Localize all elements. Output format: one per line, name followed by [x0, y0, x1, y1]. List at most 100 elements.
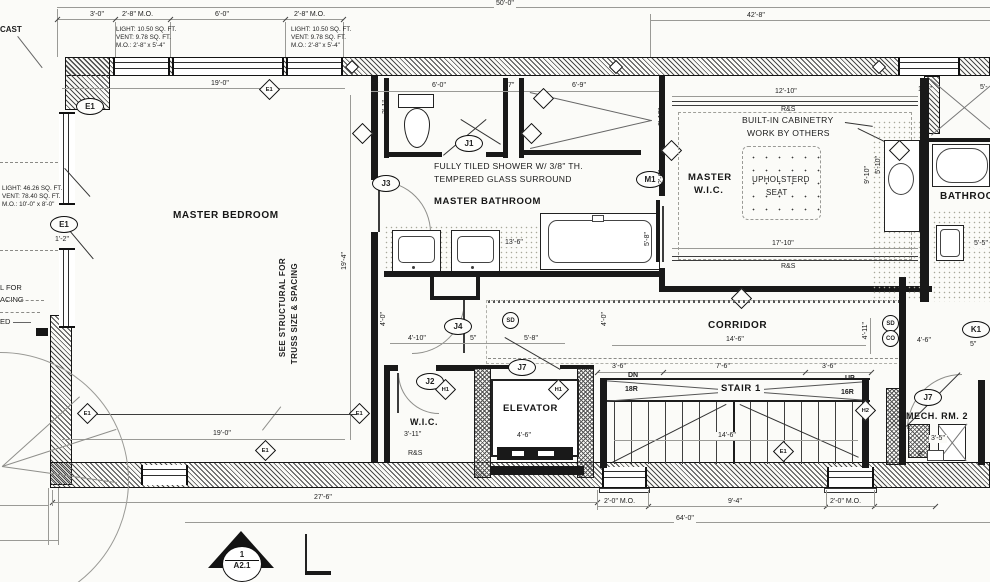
dim-line-50	[57, 7, 990, 8]
elevator-pit-wall	[490, 466, 584, 475]
ext-line	[597, 490, 598, 510]
tick	[932, 503, 939, 510]
mech-west-wall	[899, 380, 906, 465]
ext-line	[826, 490, 827, 508]
dim-line-mo	[597, 506, 935, 507]
margin-line	[0, 540, 58, 541]
mech-small-box	[927, 450, 944, 461]
window-callout-b-mo: M.O.: 2'-8" x 5'-4"	[291, 42, 340, 49]
dim-overall-27-6: 27'-6"	[312, 494, 334, 502]
window-west-upper	[59, 112, 75, 205]
window-callout-c-mo: M.O.: 10'-0" x 8'-0"	[2, 201, 55, 208]
dim-bath-4-0: 4'-0"	[380, 312, 387, 326]
ext-line	[285, 22, 286, 58]
keynote-j1-bubble: J1	[455, 135, 483, 152]
co-detector-symbol: CO	[882, 330, 899, 347]
dim-bath-13-6: 13'-6"	[505, 239, 523, 247]
vanity-sink-2-bowl	[457, 236, 494, 263]
dim-line-bed-vert	[350, 95, 351, 440]
machinery-slot	[512, 451, 524, 456]
dim-rbath-9-10: 9'-10"	[864, 166, 871, 184]
keynote-j3-label: J3	[381, 179, 391, 188]
bathroom-west-wall	[920, 78, 929, 302]
wall-tag-diamond	[351, 122, 374, 145]
h2-label: H2	[861, 407, 870, 414]
dim-line-stair-14-6	[614, 440, 858, 441]
ext-line	[115, 22, 116, 58]
toilet-room-wall-right	[503, 78, 508, 158]
dim-wic-3-10: 3'-10"	[658, 108, 665, 126]
stair-rail-top	[600, 378, 870, 380]
dim-overall-42-8: 42'-8"	[745, 12, 767, 20]
keynote-j4-bubble: J4	[444, 318, 472, 335]
window-callout-a-mo: M.O.: 2'-8" x 5'-4"	[116, 42, 165, 49]
toilet-room-wall-bottom-a	[384, 152, 442, 157]
window-2-0-mo-a	[602, 467, 647, 487]
ext-line	[57, 9, 58, 57]
scale-mark-horizontal	[305, 571, 331, 575]
scale-mark-vertical	[305, 534, 307, 574]
room-label-master-wic-2: W.I.C.	[694, 185, 724, 196]
niche-wall	[476, 271, 480, 300]
keynote-e1-label: E1	[85, 102, 95, 111]
corridor-edge-zigzag	[488, 300, 900, 303]
corridor-dashed-line	[488, 358, 898, 359]
elevator-shaft-wall-left	[474, 366, 491, 478]
wall-tag-label: E1	[265, 86, 274, 93]
wall-tag-label: E1	[355, 410, 364, 417]
note-cabinetry-1: BUILT-IN CABINETRY	[742, 115, 834, 125]
dim-top-2-8-mo-a: 2'-8" M.O.	[122, 11, 154, 18]
note-cabinetry-2: WORK BY OTHERS	[747, 128, 830, 138]
dim-stair-7-6: 7'-6"	[716, 363, 730, 371]
dim-line-bath-cluster	[390, 343, 565, 344]
toilet-tank	[398, 94, 434, 108]
wall-tag-label: E1	[779, 448, 788, 455]
adjacent-stair-arc	[0, 352, 129, 582]
margin-line	[58, 488, 59, 545]
note-shower-1: FULLY TILED SHOWER W/ 3/8" TH.	[434, 161, 583, 171]
note-truss-2: TRUSS SIZE & SPACING	[290, 263, 299, 365]
partition-bed-east-lower	[371, 232, 378, 462]
margin-dashed-line	[0, 162, 58, 163]
stair-up-risers: 16R	[841, 389, 854, 396]
dim-bath-4-10: 4'-10"	[408, 335, 426, 343]
corridor-dashed-outline	[486, 300, 902, 364]
dim-top-2-8-mo-b: 2'-8" M.O.	[294, 11, 326, 18]
dim-cor-14-6: 14'-6"	[726, 336, 744, 344]
shelf-line	[672, 260, 918, 261]
room-label-corridor: CORRIDOR	[708, 320, 768, 331]
window-callout-c-vent: VENT: 78.40 SQ. FT.	[2, 193, 61, 200]
dim-wc-7-a: 7"	[372, 82, 379, 89]
dim-line-cor-vert	[870, 318, 871, 354]
ext-line	[874, 490, 875, 508]
dim-shower-6-9: 6'-9"	[572, 82, 586, 89]
detail-marker-circle: 1 A2.1	[222, 546, 262, 582]
stair-dn-risers: 18R	[625, 386, 638, 393]
window-2-8-mo-a	[113, 58, 170, 75]
note-seat-2: SEAT	[766, 188, 788, 197]
ext-line	[650, 14, 651, 58]
partition-bed-east-upper	[371, 76, 378, 180]
keynote-j7-bubble: J7	[914, 389, 942, 406]
tub-faucet	[592, 215, 604, 222]
dim-cor-4-0: 4'-0"	[601, 312, 608, 326]
dim-wc-6-0: 6'-0"	[432, 82, 446, 89]
stair-dn-label: DN	[628, 372, 639, 379]
dim-stair-14-6: 14'-6"	[716, 432, 738, 440]
keynote-j7-label: J7	[517, 363, 527, 372]
wall-tag-diamond	[520, 122, 543, 145]
dim-top-6-0: 6'-0"	[215, 11, 229, 18]
wic-west-wall-upper	[659, 76, 665, 196]
niche-wall	[430, 296, 480, 300]
keynote-j1-label: J1	[464, 139, 474, 148]
dim-overall-50: 50'-0"	[494, 0, 516, 8]
wic-vanity-sink	[888, 163, 914, 195]
room-label-mech: MECH. RM. 2	[906, 411, 969, 421]
keynote-j3-bubble: J3	[372, 175, 400, 192]
dim-line-corridor	[612, 345, 866, 346]
h1-label: H1	[441, 386, 450, 393]
note-rs-top: R&S	[781, 106, 796, 113]
room-label-master-bathroom: MASTER BATHROOM	[434, 196, 541, 207]
partial-text-ed: ED	[0, 317, 11, 326]
dim-m1-5-8: 5'-8"	[644, 232, 651, 246]
